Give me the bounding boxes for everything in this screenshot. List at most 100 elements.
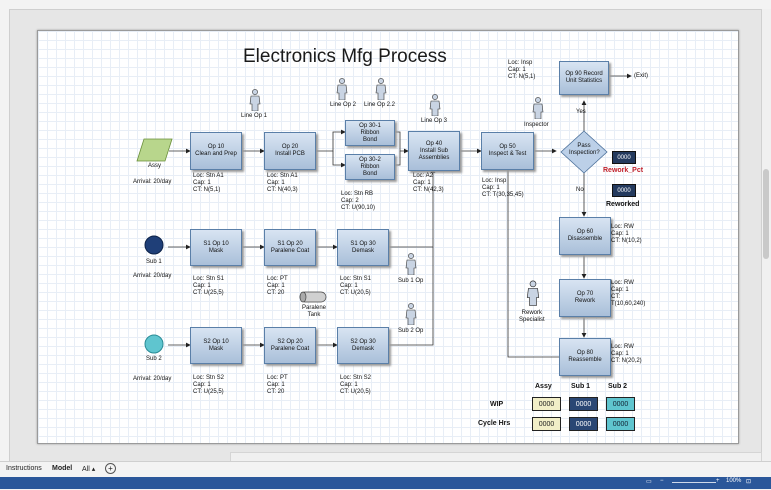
drawing-page[interactable]: Electronics Mfg Process Assy Arrival: 20… — [37, 30, 739, 444]
add-page-icon[interactable]: + — [105, 463, 116, 474]
op20-box[interactable]: Op 20 Install PCB — [264, 132, 316, 170]
person-icon[interactable] — [374, 78, 388, 100]
connector-layer — [136, 73, 632, 358]
line-op22-label: Line Op 2.2 — [364, 102, 396, 108]
person-icon[interactable] — [404, 253, 418, 275]
op70-info: Loc: RW Cap: 1 CT: T(10,60,240) — [611, 280, 646, 307]
op20-info: Loc: Stn A1 Cap: 1 CT: N(40,3) — [267, 173, 298, 193]
yes-label: Yes — [576, 109, 586, 115]
op50-box[interactable]: Op 50 Inspect & Test — [481, 132, 534, 170]
sub1-arrival: Arrival: 20/day — [133, 273, 172, 279]
line-op1-label: Line Op 1 — [241, 113, 268, 119]
op60-label: Op 60 Disassemble — [567, 229, 603, 242]
pan-zoom-icon[interactable]: ⊡ — [746, 479, 752, 485]
s1op10-box[interactable]: S1 Op 10 Mask — [190, 229, 242, 266]
op30-2-label: Op 30-2 Ribbon Bond — [359, 156, 381, 177]
s2op10-info: Loc: Stn S2 Cap: 1 CT: U(25,5) — [193, 375, 225, 395]
s1op20-info: Loc: PT Cap: 1 CT: 20 — [267, 276, 288, 296]
op30-1-box[interactable]: Op 30-1 Ribbon Bond — [345, 120, 395, 146]
s1op20-box[interactable]: S1 Op 20 Paralene Coat — [264, 229, 316, 266]
s2op30-info: Loc: Stn S2 Cap: 1 CT: U(20,5) — [340, 375, 372, 395]
vertical-ruler — [0, 9, 10, 461]
sub2-op-label: Sub 2 Op — [398, 328, 424, 334]
zoom-in-icon[interactable]: + — [716, 478, 720, 484]
op70-label: Op 70 Rework — [574, 291, 596, 304]
op90-label: Op 90 Record Unit Statistics — [565, 71, 603, 84]
row-label-wip: WIP — [490, 401, 504, 408]
tab-instructions[interactable]: Instructions — [6, 465, 42, 472]
vertical-scrollbar[interactable] — [761, 9, 771, 461]
rework-specialist-label: Rework Specialist — [519, 310, 545, 323]
op60-box[interactable]: Op 60 Disassemble — [559, 217, 611, 255]
s1op30-label: S1 Op 30 Demask — [350, 240, 376, 254]
op40-label: Op 40 Install Sub Assemblies — [418, 140, 450, 161]
horizontal-ruler — [0, 0, 771, 10]
sub1-source-shape — [144, 235, 164, 255]
fit-page-icon[interactable]: ▭ — [646, 479, 652, 485]
cycle-assy-value: 0000 — [532, 417, 561, 431]
person-icon[interactable] — [531, 97, 545, 119]
sub2-source-shape — [144, 334, 164, 354]
s2op10-box[interactable]: S2 Op 10 Mask — [190, 327, 242, 364]
zoom-out-icon[interactable]: − — [660, 478, 664, 484]
sub1-op-label: Sub 1 Op — [398, 278, 424, 284]
op10-info: Loc: Stn A1 Cap: 1 CT: N(5,1) — [193, 173, 224, 193]
cycle-sub2-value: 0000 — [606, 417, 635, 431]
row-label-cycle-hrs: Cycle Hrs — [478, 420, 511, 427]
s2op10-label: S2 Op 10 Mask — [203, 338, 229, 352]
sub2-arrival: Arrival: 20/day — [133, 376, 172, 382]
assy-source-shape — [136, 138, 173, 162]
s2op30-box[interactable]: S2 Op 30 Demask — [337, 327, 389, 364]
zoom-slider[interactable] — [672, 482, 716, 483]
s1op30-info: Loc: Stn S1 Cap: 1 CT: U(20,5) — [340, 276, 372, 296]
sub2-label: Sub 2 — [146, 356, 162, 362]
op60-info: Loc: RW Cap: 1 CT: N(10,2) — [611, 224, 642, 244]
line-op3-label: Line Op 3 — [421, 118, 448, 124]
op80-box[interactable]: Op 80 Reassemble — [559, 338, 611, 376]
person-icon[interactable] — [525, 279, 541, 307]
rework-pct-counter: 0000 — [612, 151, 636, 164]
col-header-sub1: Sub 1 — [571, 383, 591, 390]
paralene-tank-icon — [299, 291, 327, 303]
s1op10-info: Loc: Stn S1 Cap: 1 CT: U(25,5) — [193, 276, 225, 296]
rework-pct-label: Rework_Pct — [603, 167, 644, 174]
op70-box[interactable]: Op 70 Rework — [559, 279, 611, 317]
no-label: No — [576, 187, 584, 193]
person-icon[interactable] — [335, 78, 349, 100]
op20-label: Op 20 Install PCB — [275, 144, 305, 157]
tab-all[interactable]: All ▴ — [82, 466, 96, 473]
col-header-sub2: Sub 2 — [608, 383, 628, 390]
inspector-label: Inspector — [524, 122, 549, 128]
s2op20-box[interactable]: S2 Op 20 Paralene Coat — [264, 327, 316, 364]
op10-label: Op 10 Clean and Prep — [195, 144, 237, 157]
tab-model[interactable]: Model — [52, 465, 73, 472]
paralene-tank-label: Paralene Tank — [302, 305, 327, 318]
person-icon[interactable] — [404, 303, 418, 325]
s1op20-label: S1 Op 20 Paralene Coat — [270, 240, 310, 254]
op50-label: Op 50 Inspect & Test — [488, 144, 527, 157]
wip-sub2-value: 0000 — [606, 397, 635, 411]
op40-info: Loc: A2 Cap: 1 CT: N(42,3) — [413, 173, 444, 193]
s2op20-label: S2 Op 20 Paralene Coat — [270, 338, 310, 352]
status-bar: ▭ − + 100% ⊡ — [0, 477, 771, 489]
person-icon[interactable] — [428, 94, 442, 116]
sub1-label: Sub 1 — [146, 259, 162, 265]
op90-box[interactable]: Op 90 Record Unit Statistics — [559, 61, 609, 95]
decision-label: Pass Inspection? — [569, 143, 600, 156]
op30-2-box[interactable]: Op 30-2 Ribbon Bond — [345, 154, 395, 180]
op30-info: Loc: Stn RB Cap: 2 CT: U(90,10) — [341, 191, 376, 211]
s2op30-label: S2 Op 30 Demask — [350, 338, 376, 352]
scroll-thumb[interactable] — [763, 169, 769, 259]
zoom-level[interactable]: 100% — [726, 478, 742, 484]
line-op2-label: Line Op 2 — [330, 102, 357, 108]
op80-label: Op 80 Reassemble — [568, 350, 602, 363]
wip-assy-value: 0000 — [532, 397, 561, 411]
op40-box[interactable]: Op 40 Install Sub Assemblies — [408, 131, 460, 171]
s1op30-box[interactable]: S1 Op 30 Demask — [337, 229, 389, 266]
decision-diamond — [560, 130, 608, 174]
op90-info: Loc: Insp Cap: 1 CT: N(5,1) — [508, 60, 536, 80]
op10-box[interactable]: Op 10 Clean and Prep — [190, 132, 242, 170]
exit-label: (Exit) — [634, 73, 648, 79]
cycle-sub1-value: 0000 — [569, 417, 598, 431]
person-icon[interactable] — [248, 89, 262, 111]
